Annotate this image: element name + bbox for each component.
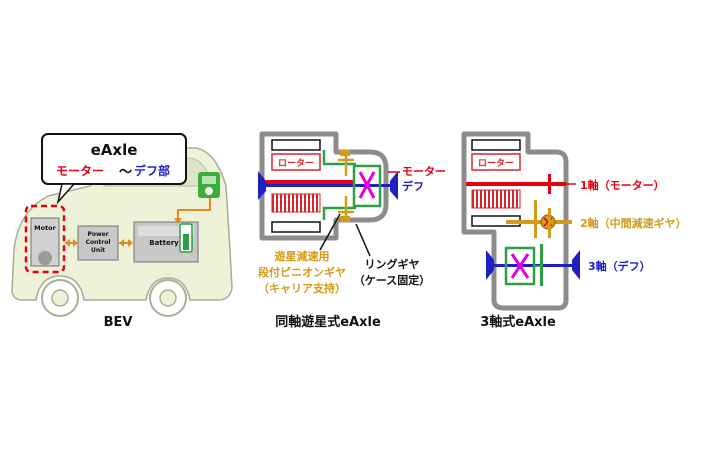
axis1-label: 1軸（モーター） <box>580 178 665 192</box>
ring-line2: （ケース固定） <box>354 273 430 287</box>
three-axis-panel: ローター 1軸（モーター） 2軸（中間減速ギヤ） 3軸（デフ） 3軸式eAxle <box>461 131 687 330</box>
axis2-shaft <box>506 220 572 224</box>
axis3-label: 3軸（デフ） <box>588 259 651 273</box>
callout-tilde: ～ <box>119 165 132 180</box>
three-rotor-label: ローター <box>478 157 514 169</box>
pinion-line3: （キャリア支持） <box>258 281 346 295</box>
rotor-coils <box>271 193 321 213</box>
three-stator-top <box>471 139 521 151</box>
rotor-box <box>271 153 321 171</box>
pinion-leader <box>319 213 341 251</box>
callout-diff: デフ部 <box>134 163 170 178</box>
ring-leader <box>355 223 371 257</box>
pinion-line2: 段付ピニオンギヤ <box>258 265 346 279</box>
bev-caption: BEV <box>104 315 133 330</box>
motor-highlight <box>24 204 66 274</box>
pcu-label-2: Control <box>86 239 111 246</box>
eaxle-callout <box>41 133 187 185</box>
axis1-shaft <box>466 182 566 186</box>
coaxial-caption: 同軸遊星式eAxle <box>275 314 381 330</box>
stator-top <box>271 139 321 151</box>
coaxial-motor-label: モーター <box>402 165 446 178</box>
energy-flow-arrows <box>65 198 211 247</box>
motor-shaft <box>266 180 354 185</box>
pcu-label-3: Unit <box>91 247 105 254</box>
stator-bottom <box>271 221 321 233</box>
coaxial-panel: ローター モーター デフ 遊星減速用 <box>258 131 446 330</box>
axis2-label: 2軸（中間減速ギヤ） <box>580 216 687 230</box>
coaxial-rotor-label: ローター <box>278 157 314 169</box>
pinion-line1: 遊星減速用 <box>275 249 330 263</box>
motor-label: Motor <box>34 224 57 232</box>
pcu-label-1: Power <box>87 231 108 238</box>
bev-panel: eAxle モーター ～ デフ部 Motor Power Control Uni… <box>11 133 233 330</box>
planetary-gearset <box>322 150 356 222</box>
three-differential <box>504 244 543 286</box>
three-rotor-coils <box>471 189 521 209</box>
battery-label: Battery <box>149 239 179 247</box>
ring-line1: リングギヤ <box>365 257 420 271</box>
coaxial-diff-label: デフ <box>402 179 424 193</box>
callout-title: eAxle <box>91 141 138 159</box>
three-rotor-box <box>471 153 521 171</box>
pcu-block <box>77 225 119 261</box>
coaxial-axle <box>262 184 394 187</box>
charger-icon <box>198 172 220 198</box>
coaxial-differential <box>352 164 382 208</box>
three-axis-caption: 3軸式eAxle <box>480 314 556 330</box>
callout-motor: モーター <box>56 164 104 178</box>
callout-pointer <box>56 183 76 205</box>
